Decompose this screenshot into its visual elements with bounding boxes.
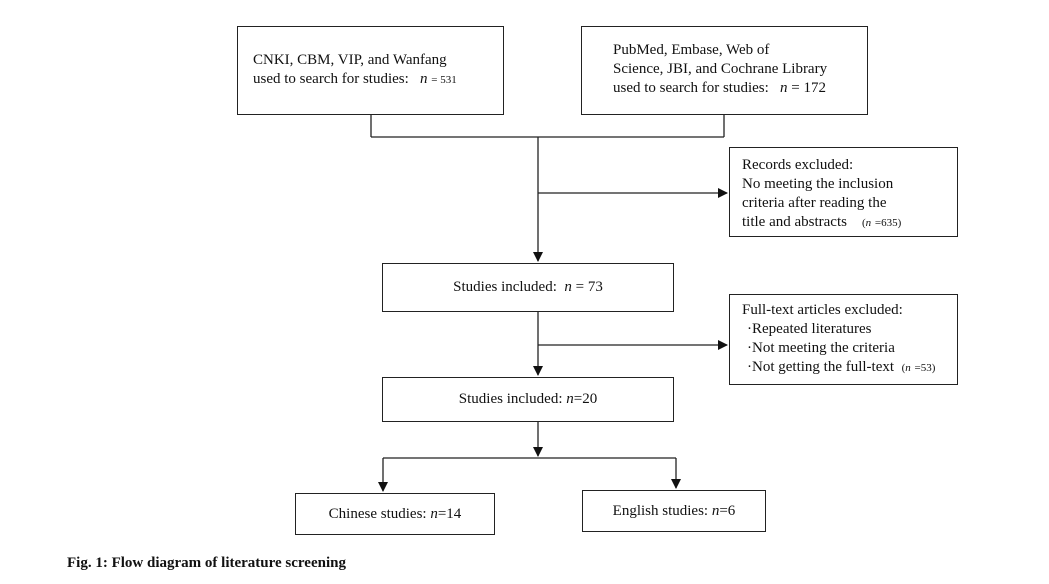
included-73-text: Studies included:	[453, 279, 557, 295]
chinese-n-value: =14	[437, 505, 462, 522]
fulltext-excluded-title: Full-text articles excluded:	[742, 302, 903, 318]
chinese-studies-text: Chinese studies:	[328, 505, 427, 522]
included-20-n-value: =20	[573, 391, 598, 407]
records-excluded-count: =635)	[874, 217, 902, 229]
fulltext-excluded-reason-repeated: ·Repeated literatures	[747, 321, 872, 337]
fulltext-excluded-box: Full-text articles excluded: ·Repeated l…	[729, 294, 958, 385]
fulltext-excluded-reason-criteria: ·Not meeting the criteria	[747, 340, 895, 356]
pubmed-n-label: n	[780, 80, 788, 96]
records-excluded-line-4-wrap: title and abstracts (n =635)	[742, 213, 957, 233]
included-20-n-label: n	[566, 391, 574, 407]
pubmed-line-2: Science, JBI, and Cochrane Library	[613, 61, 828, 77]
records-excluded-box: Records excluded: No meeting the inclusi…	[729, 147, 958, 237]
records-excluded-line-2: No meeting the inclusion	[742, 176, 894, 192]
pubmed-n-value: = 172	[791, 80, 827, 96]
pubmed-line-3-wrap: used to search for studies: n = 172	[613, 79, 867, 98]
records-excluded-count-open: (	[861, 217, 866, 229]
cnki-line-1: CNKI, CBM, VIP, and Wanfang	[253, 52, 447, 68]
fulltext-excluded-reason-fulltext: ·Not getting the full-text	[747, 359, 895, 375]
english-n-label: n	[711, 502, 720, 519]
records-excluded-title: Records excluded:	[742, 157, 854, 173]
search-box-english-databases: PubMed, Embase, Web of Science, JBI, and…	[581, 26, 868, 115]
chinese-studies-box: Chinese studies: n=14	[295, 493, 495, 535]
records-excluded-n-label: n	[865, 217, 872, 229]
chinese-n-label: n	[430, 505, 438, 522]
studies-included-73-box: Studies included: n = 73	[382, 263, 674, 312]
cnki-n-value: = 531	[431, 74, 457, 86]
english-n-value: =6	[719, 502, 736, 519]
cnki-line-2-wrap: used to search for studies: n = 531	[253, 70, 503, 90]
included-20-text: Studies included:	[458, 391, 563, 407]
included-73-n-value: = 73	[575, 279, 603, 295]
fulltext-excluded-count-open: (	[901, 362, 906, 374]
records-excluded-line-4: title and abstracts	[742, 214, 847, 230]
pubmed-line-3: used to search for studies:	[613, 80, 769, 96]
search-box-chinese-databases: CNKI, CBM, VIP, and Wanfang used to sear…	[237, 26, 504, 115]
figure-caption: Fig. 1: Flow diagram of literature scree…	[67, 555, 346, 571]
english-studies-box: English studies: n=6	[582, 490, 766, 532]
fulltext-excluded-count: =53)	[914, 362, 936, 374]
pubmed-line-1: PubMed, Embase, Web of	[613, 42, 770, 58]
cnki-n-label: n	[420, 71, 428, 87]
fulltext-excluded-n-label: n	[905, 362, 911, 374]
records-excluded-line-3: criteria after reading the	[742, 195, 887, 211]
cnki-line-2: used to search for studies:	[253, 71, 409, 87]
fulltext-excluded-line-4-wrap: ·Not getting the full-text (n =53)	[742, 358, 957, 378]
english-studies-text: English studies:	[612, 502, 709, 519]
included-73-n-label: n	[564, 279, 572, 295]
studies-included-20-box: Studies included: n=20	[382, 377, 674, 422]
